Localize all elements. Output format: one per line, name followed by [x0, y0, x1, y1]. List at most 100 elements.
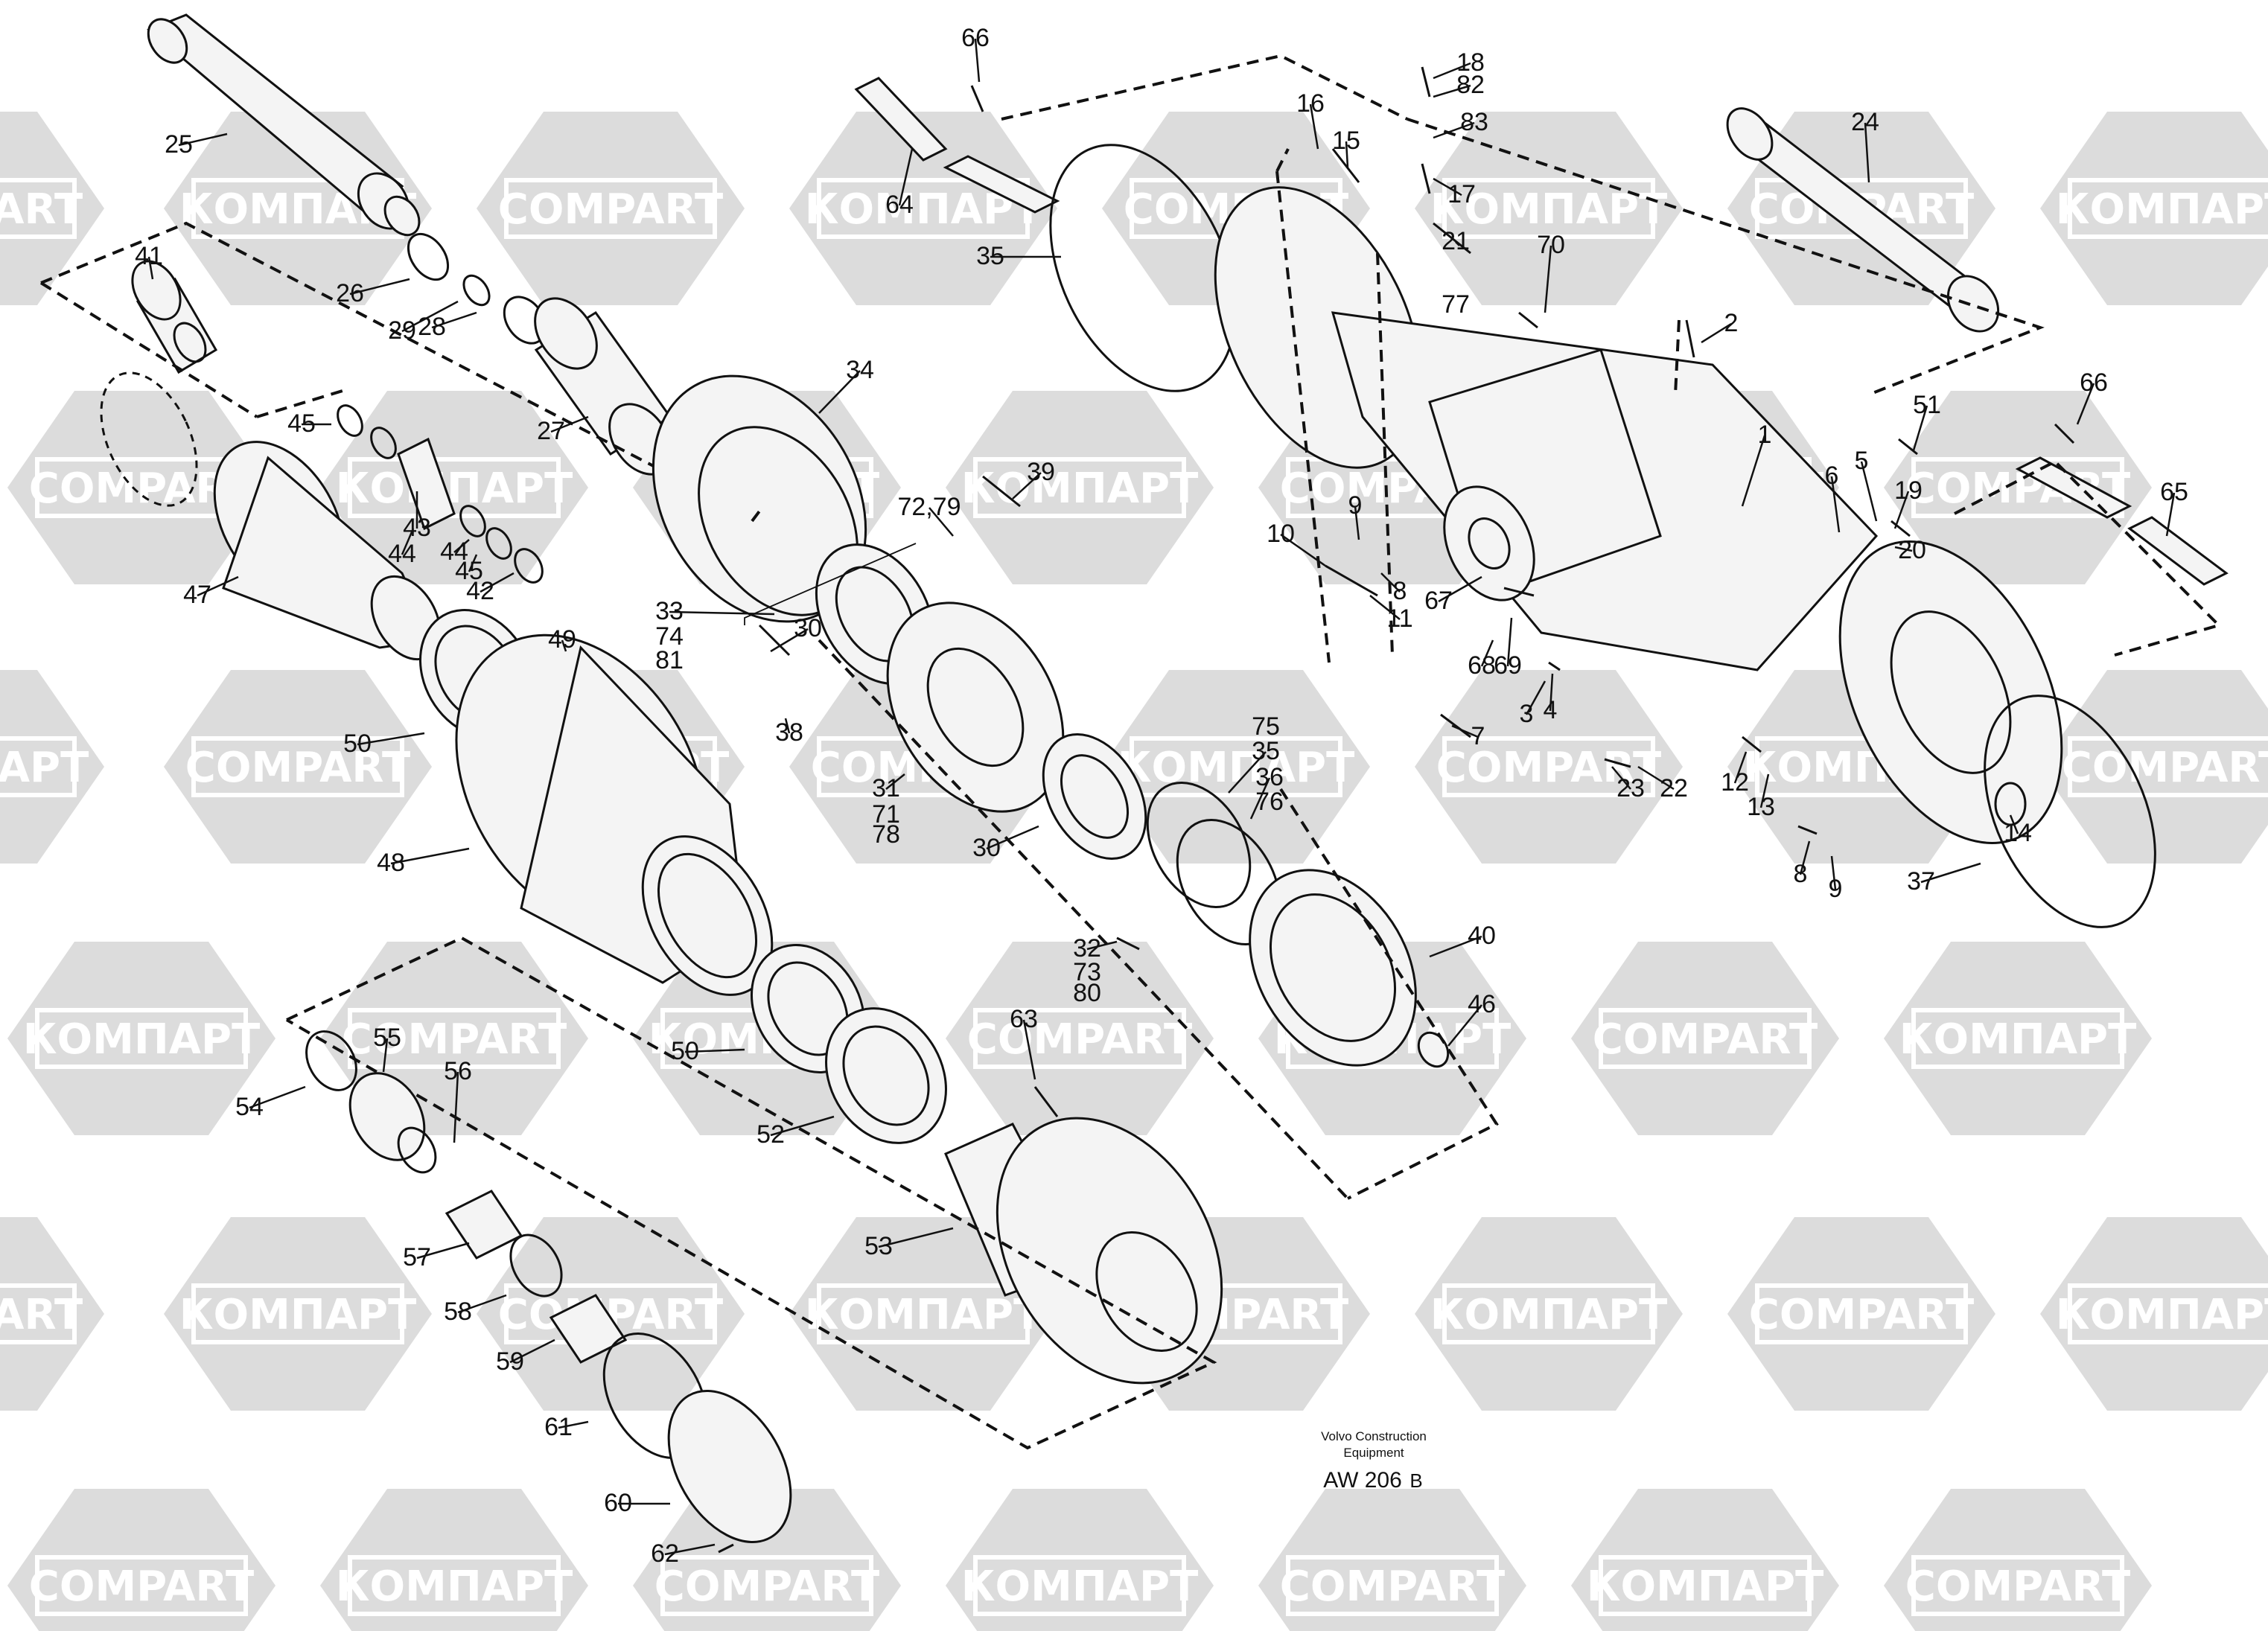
callout-leader: [357, 732, 425, 746]
watermark-tile: COMPART: [946, 942, 1214, 1135]
callout-leader: [878, 1227, 954, 1248]
callout-leader: [1369, 595, 1401, 620]
watermark-text: COMPART: [342, 1015, 567, 1064]
breather-2: [1685, 319, 1695, 358]
callout-44: 44: [388, 528, 416, 568]
callout-leader: [1451, 724, 1479, 738]
pin-65: [2015, 456, 2132, 519]
callout-leader: [1525, 680, 1546, 715]
watermark-band: [0, 736, 77, 797]
callout-number: 27: [537, 417, 565, 445]
nut-59: [549, 1294, 628, 1364]
screw-32: [1116, 936, 1140, 951]
callout-leader: [453, 1071, 459, 1143]
watermark-band: [817, 1283, 1030, 1344]
o-ring-35: [1049, 144, 1237, 392]
callout-number: 69: [1494, 651, 1522, 680]
callout-45: 45: [455, 554, 483, 585]
callout-number: 41: [135, 242, 163, 270]
ring-35: [1146, 781, 1252, 909]
callout-number: 55: [373, 1024, 401, 1052]
caption-company-line2: Equipment: [1343, 1446, 1404, 1460]
watermark-text: КОМПАРТ: [336, 465, 573, 513]
callout-10: 10: [1267, 520, 1326, 567]
watermark-tile: КОМПАРТ: [2040, 1217, 2268, 1411]
hub-cap-60: [667, 1390, 792, 1543]
caption-block: Volvo Construction Equipment AW 206 B: [1321, 1429, 1427, 1493]
callout-number: 3: [1520, 700, 1534, 728]
callout-leader: [1433, 177, 1462, 197]
callout-leader: [509, 1338, 555, 1364]
callout-number: 23: [1616, 774, 1645, 802]
watermark-band: [348, 457, 561, 518]
callout-number: 48: [377, 849, 405, 877]
watermark-band: [1599, 1008, 1812, 1069]
watermark-text: COMPART: [1749, 1291, 1974, 1339]
watermark-band: [35, 1555, 248, 1616]
washer-26: [407, 232, 450, 281]
callout-59: 59: [496, 1338, 555, 1376]
callout-number: 8: [1794, 860, 1808, 888]
watermark-band: [191, 1283, 404, 1344]
callout-number: 61: [544, 1413, 573, 1441]
callout-number: 78: [872, 820, 900, 849]
callout-20: 20: [1894, 536, 1926, 564]
callout-leader: [1893, 491, 1910, 529]
callout-67: 67: [1424, 575, 1482, 615]
callout-number: 15: [1332, 127, 1360, 155]
callout-number: 25: [165, 130, 193, 159]
watermark-band: [973, 1555, 1186, 1616]
callout-number: 66: [961, 24, 990, 52]
watermark-text: COMPART: [1905, 1563, 2130, 1611]
callout-number: 37: [1907, 867, 1935, 896]
callout-45: 45: [287, 409, 331, 438]
callout-number: 12: [1721, 768, 1749, 797]
callout-31: 31: [872, 773, 905, 802]
watermark-tile: КОМПАРТ: [1415, 1217, 1683, 1411]
callout-leader: [784, 718, 791, 734]
half-shaft-left: [147, 13, 421, 237]
planet-gear-41: [100, 260, 218, 507]
callout-number: 1: [1758, 421, 1772, 449]
callout-27: 27: [537, 415, 589, 445]
caption-company-line1: Volvo Construction: [1321, 1429, 1427, 1443]
callout-leader: [1759, 773, 1770, 808]
callout-number: 19: [1894, 476, 1923, 505]
watermark-text: COMPART: [0, 185, 83, 234]
callout-leader: [928, 507, 954, 537]
watermark-band: [0, 1283, 77, 1344]
callout-73: 73: [1073, 958, 1101, 986]
callout-number: 80: [1073, 979, 1101, 1007]
callout-62: 62: [651, 1539, 716, 1568]
callout-leader: [1086, 940, 1118, 951]
callout-number: 4: [1544, 696, 1558, 724]
callout-9: 9: [1829, 855, 1842, 903]
callout-number: 77: [1442, 290, 1470, 319]
watermark-tile: COMPART: [0, 112, 104, 305]
callout-leader: [1429, 935, 1482, 958]
callout-75: 75: [1252, 712, 1280, 741]
callout-66: 66: [2076, 368, 2108, 425]
screw-51: [1898, 438, 1918, 456]
watermark-tile: COMPART: [164, 670, 432, 864]
callout-leader: [2165, 492, 2176, 537]
callout-leader: [1830, 476, 1841, 533]
watermark-tile: КОМПАРТ: [789, 1217, 1057, 1411]
callout-leader: [197, 575, 239, 597]
callout-15: 15: [1332, 127, 1360, 168]
callout-leader: [382, 1038, 389, 1073]
callout-number: 57: [403, 1243, 431, 1271]
washer-58: [509, 1233, 563, 1298]
screw-63: [1033, 1086, 1059, 1117]
callout-7: 7: [1451, 722, 1485, 750]
callout-29: 29: [388, 300, 459, 345]
watermark-band: [2068, 178, 2268, 239]
callout-leader: [453, 539, 470, 553]
callout-33: 33: [655, 597, 775, 625]
callout-number: 46: [1468, 990, 1496, 1018]
callout-number: 64: [885, 191, 914, 219]
callout-leader: [401, 300, 459, 333]
ring-42: [514, 548, 544, 584]
callout-2: 2: [1701, 309, 1738, 344]
callout-number: 53: [864, 1232, 893, 1260]
